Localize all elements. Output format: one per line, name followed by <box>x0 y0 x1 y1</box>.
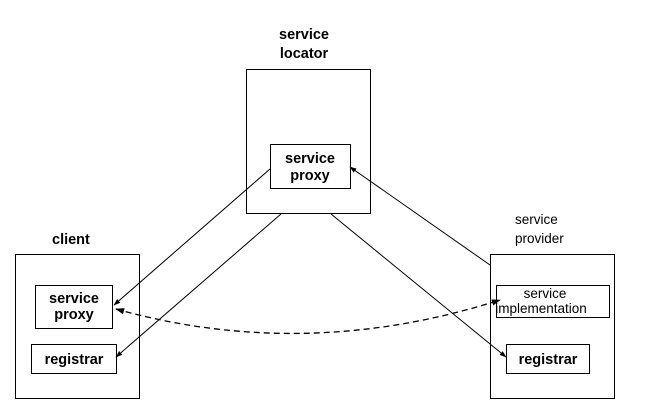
client-title: client <box>52 232 90 248</box>
provider-registrar-box <box>506 344 590 374</box>
arrow-locator-to-client-registrar <box>115 213 282 358</box>
client-registrar-box <box>31 344 117 374</box>
client-registrar-label: registrar <box>45 352 104 368</box>
service-implementation-label-line1: service <box>524 286 567 301</box>
service-provider-node: service provider service implementation … <box>490 212 615 399</box>
service-provider-title-line1: service <box>515 212 558 227</box>
arrow-locator-to-provider-registrar <box>330 213 507 358</box>
connections <box>113 166 507 358</box>
dashed-arrow-client-proxy-to-service-implementation <box>115 299 501 335</box>
locator-service-proxy-box <box>270 144 351 189</box>
client-service-proxy-label-line2: proxy <box>54 307 94 323</box>
service-locator-box <box>246 69 371 214</box>
client-service-proxy-box <box>35 285 113 329</box>
service-locator-title-line2: locator <box>280 46 329 62</box>
client-box <box>15 254 140 399</box>
locator-service-proxy-label-line2: proxy <box>290 168 330 184</box>
provider-registrar-label: registrar <box>519 352 578 368</box>
service-provider-title-line2: provider <box>515 231 564 246</box>
service-implementation-label-line2: implementation <box>495 301 587 316</box>
client-service-proxy-label-line1: service <box>49 291 99 307</box>
locator-service-proxy-label-line1: service <box>285 151 335 167</box>
service-locator-node: service locator service proxy <box>246 27 371 214</box>
service-locator-title-line1: service <box>279 27 329 43</box>
service-provider-box <box>490 254 615 399</box>
arrow-locator-proxy-to-client-proxy <box>113 168 271 306</box>
client-node: client service proxy registrar <box>15 232 140 399</box>
arrow-provider-to-locator-proxy <box>349 166 491 266</box>
